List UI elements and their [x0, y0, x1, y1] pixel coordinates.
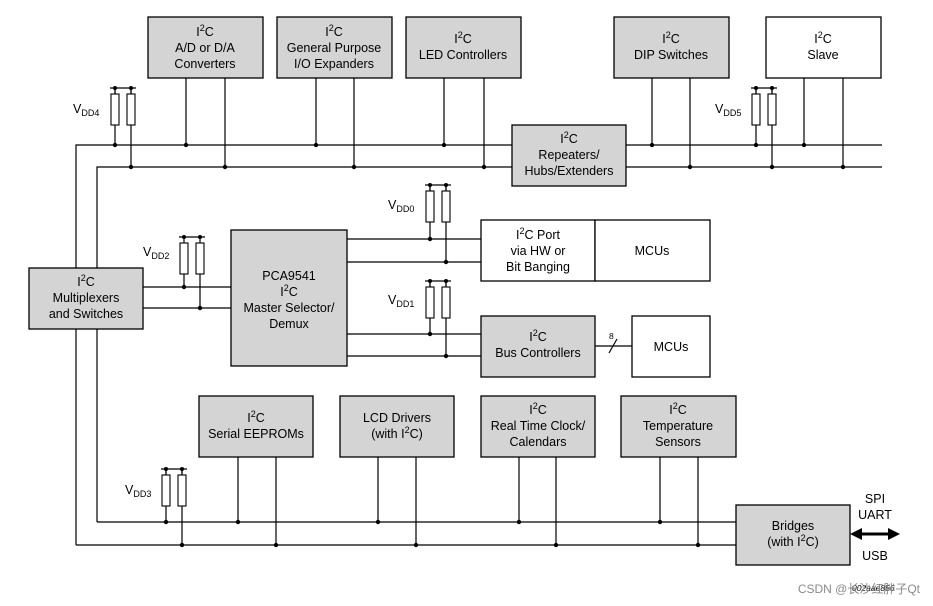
svg-text:I2C: I2C [529, 328, 547, 344]
vdd0-label: VDD0 [388, 198, 414, 214]
uart-label: UART [858, 508, 892, 522]
svg-text:Temperature: Temperature [643, 419, 713, 433]
pullup-resistors-vdd1 [424, 278, 452, 319]
svg-text:Bus Controllers: Bus Controllers [495, 346, 580, 360]
vdd4-label: VDD4 [73, 102, 99, 118]
block-bus-controllers: I2C Bus Controllers [480, 315, 596, 378]
svg-text:MCUs: MCUs [654, 340, 689, 354]
block-dip-switches: I2C DIP Switches [613, 16, 730, 79]
svg-text:DIP Switches: DIP Switches [634, 48, 708, 62]
svg-text:Bit Banging: Bit Banging [506, 260, 570, 274]
block-mcus-2: MCUs [631, 315, 711, 378]
svg-text:LCD Drivers: LCD Drivers [363, 411, 431, 425]
spi-label: SPI [865, 492, 885, 506]
svg-text:Sensors: Sensors [655, 435, 701, 449]
block-led-controllers: I2C LED Controllers [405, 16, 522, 79]
block-repeaters-hubs: I2C Repeaters/ Hubs/Extenders [511, 124, 627, 187]
block-real-time-clock: I2C Real Time Clock/ Calendars [480, 395, 596, 458]
svg-text:I2C: I2C [560, 130, 578, 146]
svg-text:I2C Port: I2C Port [516, 226, 560, 242]
block-mcus-1: MCUs [594, 219, 711, 282]
bus-width-label: 8 [609, 331, 614, 341]
vdd1-label: VDD1 [388, 293, 414, 309]
block-bridges: Bridges (with I2C) [735, 504, 851, 566]
bridge-double-arrow [850, 528, 900, 540]
block-pca9541-master-selector: PCA9541 I2C Master Selector/ Demux [230, 229, 348, 367]
usb-label: USB [862, 549, 888, 563]
i2c-bus-wires [75, 78, 882, 546]
svg-text:A/D or D/A: A/D or D/A [175, 41, 235, 55]
svg-text:Slave: Slave [807, 48, 838, 62]
svg-text:I2C: I2C [669, 401, 687, 417]
watermark: CSDN @长沙红胖子Qt [798, 581, 921, 596]
svg-text:and Switches: and Switches [49, 307, 123, 321]
svg-text:Calendars: Calendars [510, 435, 567, 449]
block-ad-converters: I2C A/D or D/A Converters [147, 16, 264, 79]
svg-text:I2C: I2C [280, 283, 298, 299]
svg-text:Multiplexers: Multiplexers [53, 291, 120, 305]
pullup-resistors-vdd3 [160, 466, 188, 507]
junction-dots [112, 142, 846, 548]
vdd2-label: VDD2 [143, 245, 169, 261]
pullup-resistors-vdd5 [750, 85, 778, 126]
block-temperature-sensors: I2C Temperature Sensors [620, 395, 737, 458]
figure-id: 002aae856 [852, 583, 895, 593]
svg-text:Bridges: Bridges [772, 519, 814, 533]
svg-text:Repeaters/: Repeaters/ [538, 148, 600, 162]
svg-text:(with I2C): (with I2C) [767, 533, 819, 549]
svg-text:MCUs: MCUs [635, 244, 670, 258]
block-gpio-expanders: I2C General Purpose I/O Expanders [276, 16, 393, 79]
svg-text:Converters: Converters [174, 57, 235, 71]
svg-text:via HW or: via HW or [511, 244, 566, 258]
svg-text:I2C: I2C [662, 30, 680, 46]
vdd5-label: VDD5 [715, 102, 741, 118]
block-i2c-port: I2C Port via HW or Bit Banging [480, 219, 596, 282]
block-lcd-drivers: LCD Drivers (with I2C) [339, 395, 455, 458]
pullup-resistors-vdd2 [178, 234, 206, 275]
pullup-resistors-vdd0 [424, 182, 452, 223]
svg-text:Real Time Clock/: Real Time Clock/ [491, 419, 586, 433]
block-slave: I2C Slave [765, 16, 882, 79]
svg-text:I2C: I2C [196, 23, 214, 39]
svg-text:I2C: I2C [454, 30, 472, 46]
svg-text:I2C: I2C [77, 273, 95, 289]
svg-text:(with I2C): (with I2C) [371, 425, 423, 441]
svg-text:Hubs/Extenders: Hubs/Extenders [525, 164, 614, 178]
pullup-resistors-vdd4 [109, 85, 137, 126]
svg-text:Master Selector/: Master Selector/ [243, 301, 335, 315]
svg-text:Demux: Demux [269, 317, 309, 331]
svg-text:I/O Expanders: I/O Expanders [294, 57, 374, 71]
block-multiplexers-switches: I2C Multiplexers and Switches [28, 267, 144, 330]
svg-text:General Purpose: General Purpose [287, 41, 382, 55]
vdd3-label: VDD3 [125, 483, 151, 499]
svg-text:PCA9541: PCA9541 [262, 269, 316, 283]
svg-text:I2C: I2C [325, 23, 343, 39]
block-serial-eeproms: I2C Serial EEPROMs [198, 395, 314, 458]
svg-text:Serial EEPROMs: Serial EEPROMs [208, 427, 304, 441]
svg-text:I2C: I2C [529, 401, 547, 417]
svg-text:LED Controllers: LED Controllers [419, 48, 507, 62]
svg-text:I2C: I2C [247, 409, 265, 425]
svg-text:I2C: I2C [814, 30, 832, 46]
